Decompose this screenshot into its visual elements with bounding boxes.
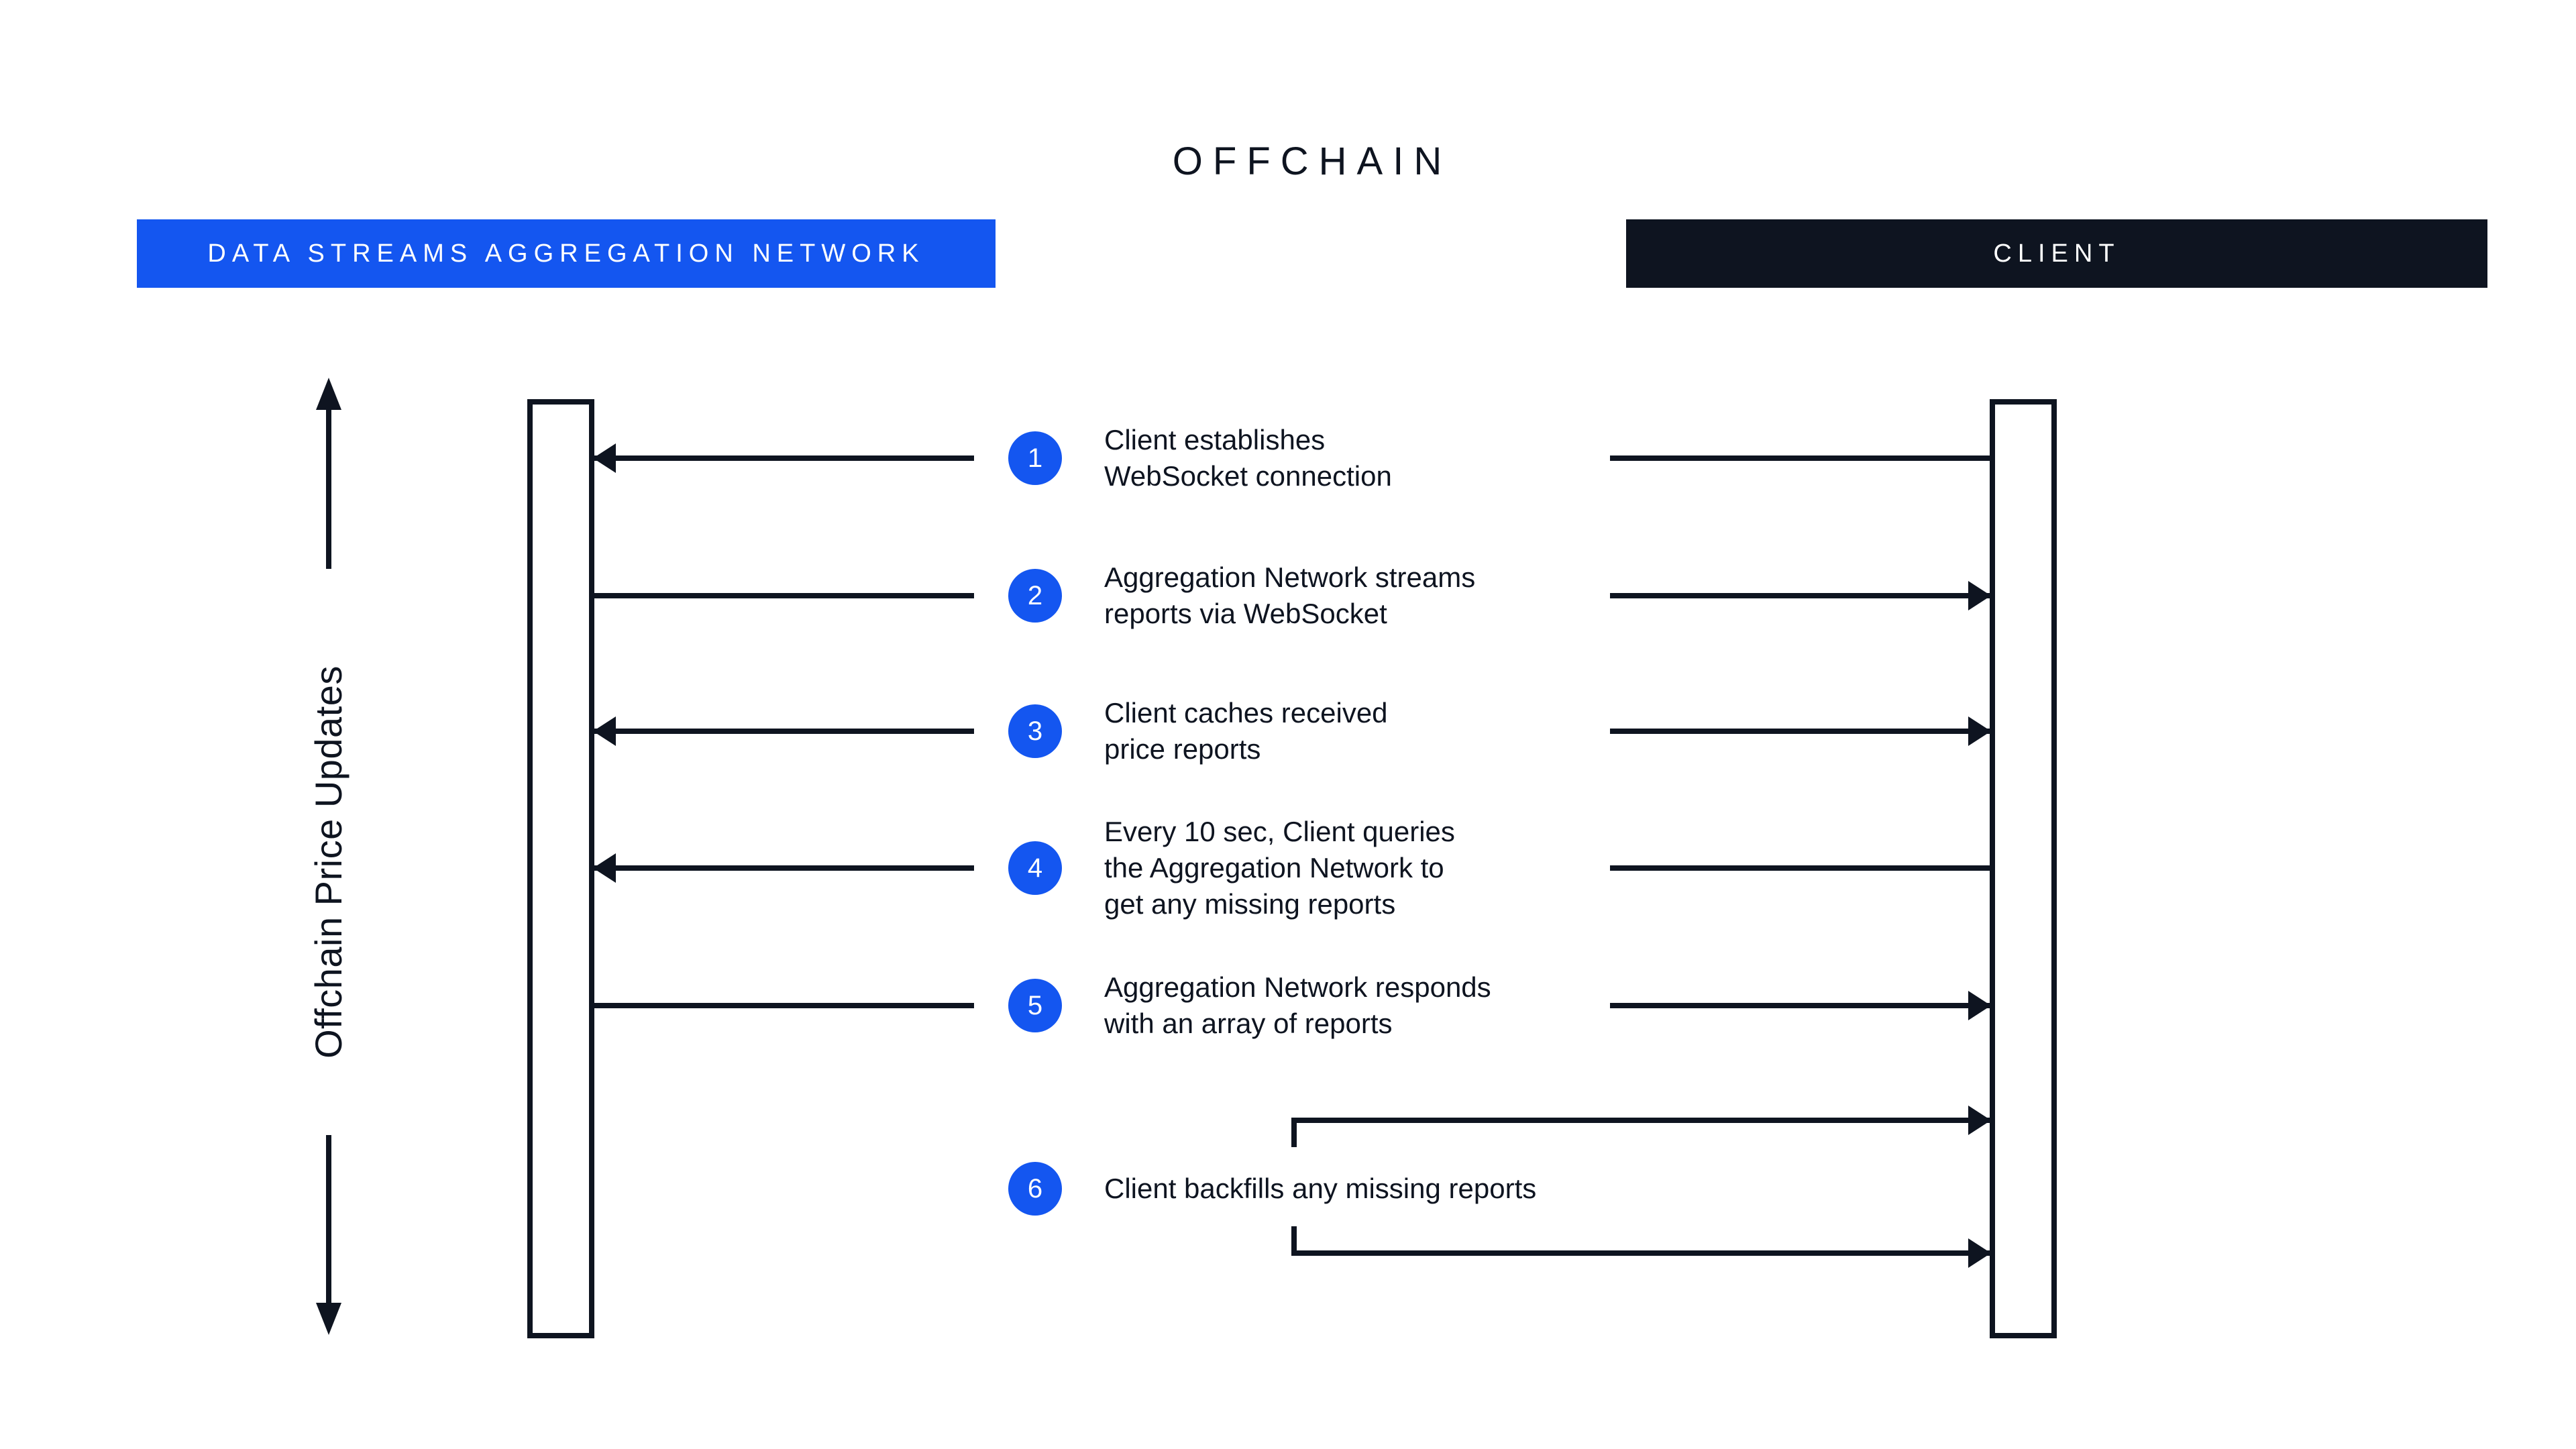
step-number-badge: 3 (1008, 704, 1062, 758)
message-line-left (594, 729, 974, 734)
self-loop-top-line (1291, 1118, 1990, 1123)
step-number-badge: 4 (1008, 841, 1062, 895)
arrowhead-to-network-icon (593, 443, 616, 473)
arrowhead-to-client-icon (1968, 991, 1991, 1020)
message-line-left (594, 1003, 974, 1008)
arrowhead-to-client-icon (1968, 581, 1991, 610)
axis-line-bottom (326, 1135, 331, 1307)
step-number-badge: 5 (1008, 979, 1062, 1032)
step-number-badge: 2 (1008, 569, 1062, 623)
arrowhead-to-network-icon (593, 716, 616, 746)
step-description: Client backfills any missing reports (1104, 1148, 1735, 1229)
self-loop-bottom-line (1291, 1250, 1990, 1256)
step-description-text: Every 10 sec, Client queries the Aggrega… (1104, 816, 1455, 920)
message-line-right (1610, 593, 1990, 598)
aggregation-network-lifeline (527, 399, 594, 1338)
step-description-text: Aggregation Network streams reports via … (1104, 561, 1476, 629)
axis-label: Offchain Price Updates (307, 665, 350, 1059)
step-description: Aggregation Network responds with an arr… (1104, 932, 1735, 1079)
step-number-badge: 1 (1008, 431, 1062, 485)
step-description: Aggregation Network streams reports via … (1104, 522, 1735, 669)
message-line-left (594, 865, 974, 871)
arrowhead-to-network-icon (593, 853, 616, 883)
axis-line-top (326, 404, 331, 569)
message-line-right (1610, 729, 1990, 734)
self-loop-bottom-arrowhead-icon (1968, 1238, 1991, 1268)
message-line-right (1610, 865, 1990, 871)
step-description: Client establishes WebSocket connection (1104, 384, 1735, 532)
step-description-text: Aggregation Network responds with an arr… (1104, 971, 1491, 1039)
step-description-text: Client backfills any missing reports (1104, 1173, 1537, 1204)
self-loop-top-corner (1291, 1118, 1297, 1147)
actor-label-aggregation-network: DATA STREAMS AGGREGATION NETWORK (207, 239, 925, 268)
actor-banner-aggregation-network: DATA STREAMS AGGREGATION NETWORK (137, 219, 996, 288)
step-description-text: Client establishes WebSocket connection (1104, 424, 1392, 492)
diagram-title: OFFCHAIN (1172, 140, 1452, 183)
message-line-left (594, 455, 974, 461)
step-number-badge: 6 (1008, 1162, 1062, 1216)
message-line-right (1610, 455, 1990, 461)
arrowhead-to-client-icon (1968, 716, 1991, 746)
client-lifeline (1990, 399, 2057, 1338)
actor-label-client: CLIENT (1993, 239, 2121, 268)
message-line-right (1610, 1003, 1990, 1008)
actor-banner-client: CLIENT (1626, 219, 2487, 288)
axis-arrow-down-icon (316, 1303, 341, 1335)
step-description-text: Client caches received price reports (1104, 697, 1388, 765)
message-line-left (594, 593, 974, 598)
self-loop-bottom-corner (1291, 1226, 1297, 1256)
self-loop-top-arrowhead-icon (1968, 1106, 1991, 1135)
step-description: Client caches received price reports (1104, 657, 1735, 805)
step-description: Every 10 sec, Client queries the Aggrega… (1104, 794, 1735, 942)
